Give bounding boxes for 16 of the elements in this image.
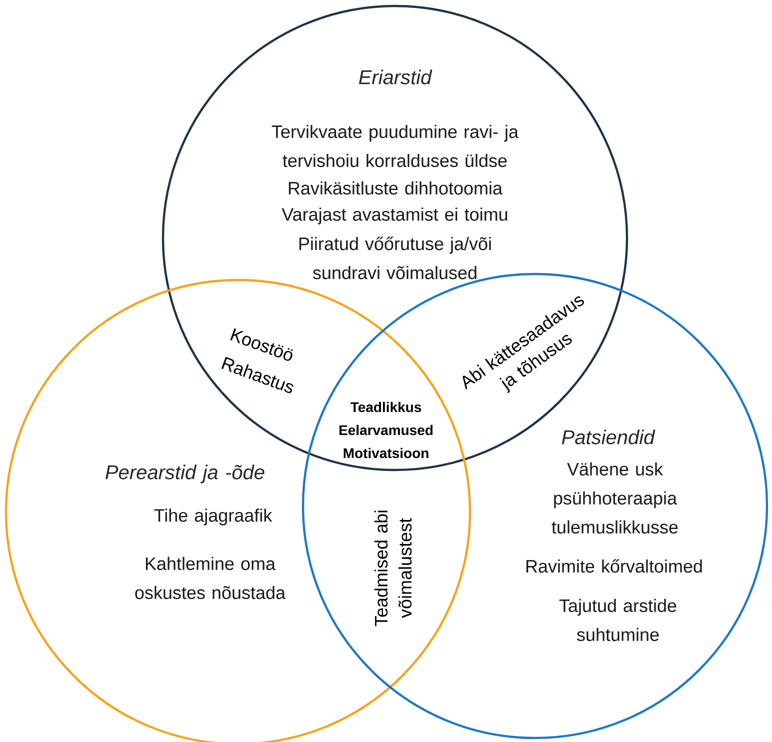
circle-heading: Perearstid ja -õde xyxy=(106,464,264,484)
item-text: Varajast avastamist ei toimu xyxy=(282,208,508,224)
overlap-text: Motivatsioon xyxy=(344,448,428,458)
item-text: Tihe ajagraafik xyxy=(154,508,272,526)
item-text: Vähene usk psühhoteraapia tulemuslikkusse xyxy=(552,462,678,534)
item-text: Tajutud arstide suhtumine xyxy=(559,598,676,642)
item-text: Ravikäsitluste dihhotoomia xyxy=(288,181,502,195)
item-text: Kahtlemine oma oskustes nõustada xyxy=(135,556,286,600)
overlap-text: Eelarvamused xyxy=(339,424,433,436)
item-text: Piiratud vőőrutuse ja/või sundravi võimalused xyxy=(299,236,491,280)
item-text: Ravimite kőrvaltoimed xyxy=(526,559,702,573)
overlap-text: Teadmised abi võimalustest xyxy=(374,510,412,626)
circle-heading: Eriarstid xyxy=(358,70,432,84)
overlap-text: Teadlikkus xyxy=(350,402,422,412)
circle-heading: Patsiendid xyxy=(562,430,656,444)
item-text: Tervikvaate puudumine ravi- ja tervishoiu korralduses üldse xyxy=(272,124,518,168)
